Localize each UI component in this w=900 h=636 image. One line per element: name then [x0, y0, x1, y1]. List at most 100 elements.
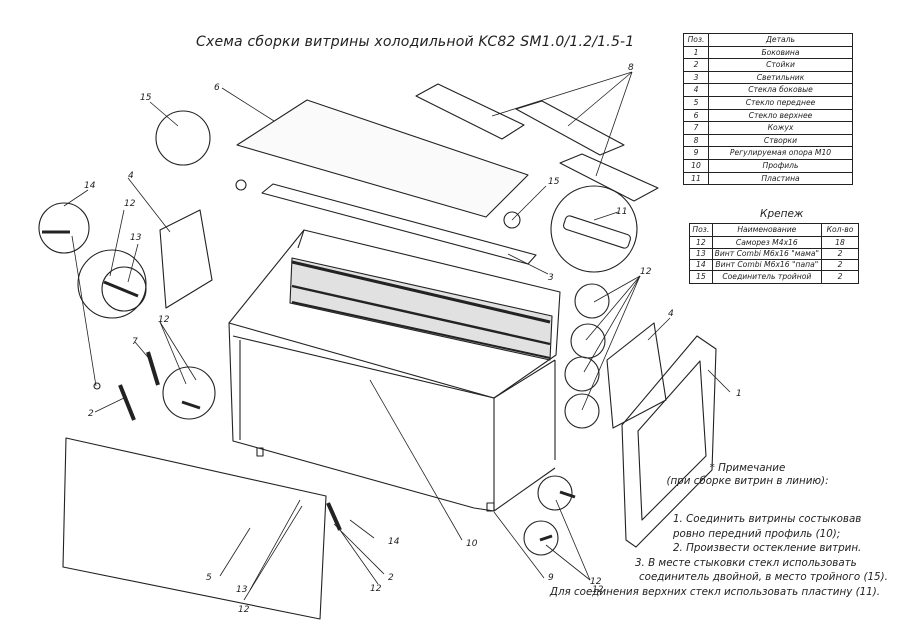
callout-label: 6 [214, 83, 220, 93]
detail-circle-12d [570, 323, 606, 359]
detail-circle-11 [550, 185, 638, 273]
note-line: ровно передний профиль (10); [673, 527, 841, 540]
callout-label: 2 [388, 573, 394, 583]
table-cell: Стекло переднее [708, 95, 853, 110]
callout-label: 2 [88, 409, 94, 419]
callout-label: 10 [466, 539, 478, 549]
callout-label: 4 [128, 171, 134, 181]
table-cell: 8 [683, 133, 709, 148]
table-cell: Створки [708, 133, 853, 148]
table-cell: 3 [683, 70, 709, 85]
front-glass-part [62, 437, 327, 620]
detail-circle-12c [574, 283, 610, 319]
table-cell: 11 [683, 171, 709, 186]
callout-label: 12 [238, 605, 250, 615]
table-cell: 5 [683, 95, 709, 110]
table-cell: Боковина [708, 45, 853, 60]
callout-label: 7 [132, 337, 138, 347]
cabinet-body [228, 229, 561, 512]
callout-label: 13 [236, 585, 248, 595]
table-cell: Стекла боковые [708, 83, 853, 97]
side-glass-left [159, 209, 213, 309]
diagram-title: Схема сборки витрины холодильной KC82 SM… [196, 34, 635, 50]
note-line: Для соединения верхних стекл использоват… [549, 585, 880, 598]
callout-label: 15 [140, 93, 152, 103]
detail-circle-12h [523, 520, 559, 556]
table-cell: 10 [683, 158, 709, 173]
table-cell: 2 [821, 259, 859, 272]
callout-label: 1 [736, 389, 742, 399]
callout-label: 3 [548, 273, 554, 283]
assembly-note: * Примечание (при сборке витрин в линию)… [545, 462, 888, 600]
table-cell: 14 [689, 259, 713, 272]
note-line: 2. Произвести остекление витрин. [673, 542, 862, 555]
table-cell: 4 [683, 83, 709, 97]
detail-circle-12a [77, 249, 147, 319]
fasteners-header-pos: Поз. [689, 223, 713, 237]
sash-panel-1 [415, 83, 525, 140]
note-line: 3. В месте стыковки стекл использовать [635, 556, 857, 569]
detail-circle-13 [101, 266, 147, 312]
table-cell: Пластина [708, 171, 853, 186]
table-cell: 9 [683, 146, 709, 160]
table-cell: 18 [821, 235, 859, 250]
fasteners-header-qty: Кол-во [821, 223, 859, 237]
callout-label: 14 [388, 537, 400, 547]
table-cell: Стойки [708, 58, 853, 72]
callout-label: 12 [124, 199, 136, 209]
callout-label: 12 [590, 577, 602, 587]
parts-header-name: Деталь [708, 33, 853, 47]
table-cell: 13 [689, 248, 713, 261]
table-cell: 6 [683, 108, 709, 123]
detail-circle-15b [503, 211, 521, 229]
callout-label: 15 [548, 177, 560, 187]
callout-label: 9 [548, 573, 554, 583]
note-line: соединитель двойной, в место тройного (1… [639, 571, 888, 584]
detail-circle-12g [537, 475, 573, 511]
detail-circle-12e [564, 356, 600, 392]
table-cell: 2 [821, 248, 859, 261]
table-cell: 12 [689, 235, 713, 250]
table-cell: Регулируемая опора М10 [708, 146, 853, 160]
note-title: * Примечание [709, 462, 786, 474]
callout-label: 12 [158, 315, 170, 325]
detail-circle-12f [564, 393, 600, 429]
table-cell: Саморез М4х16 [711, 235, 823, 250]
note-subtitle: (при сборке витрин в линию): [666, 475, 829, 487]
callout-label: 8 [628, 63, 634, 73]
sidewall-part [621, 335, 717, 548]
fasteners-title: Крепеж [760, 208, 804, 220]
sash-panel-2 [515, 100, 625, 156]
side-glass-right [606, 322, 667, 429]
callout-label: 11 [616, 207, 627, 217]
fasteners-header-name: Наименование [711, 223, 823, 237]
detail-circle-12b [162, 366, 216, 420]
table-cell: 15 [689, 270, 713, 284]
table-cell: 1 [683, 45, 709, 60]
table-cell: Винт Combi М6х16 "папа" [711, 259, 823, 272]
table-cell: Кожух [708, 121, 853, 135]
table-cell: Стекло верхнее [708, 108, 853, 123]
table-cell: 2 [821, 270, 859, 284]
table-cell: 2 [683, 58, 709, 72]
light-fixture-part [261, 183, 537, 265]
table-cell: Профиль [708, 158, 853, 173]
table-cell: Винт Combi М6х16 "мама" [711, 248, 823, 261]
